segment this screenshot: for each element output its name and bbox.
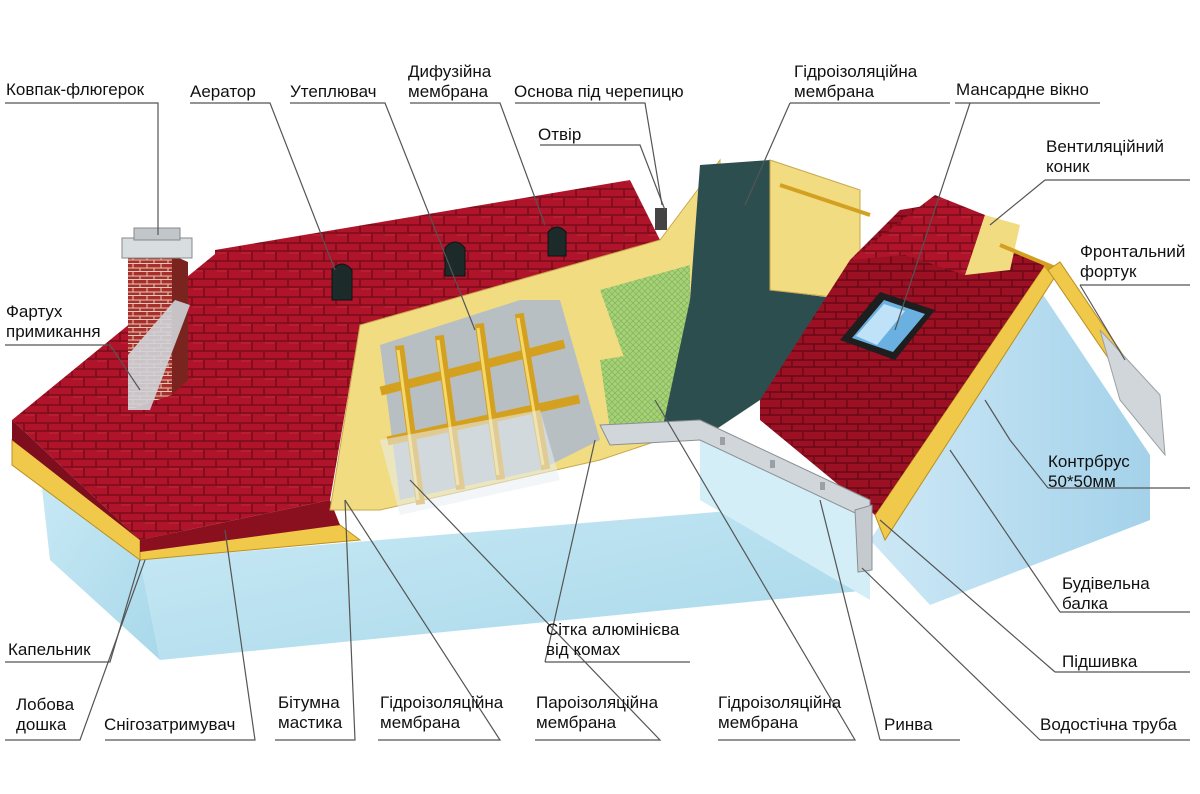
roof-eave-front xyxy=(140,500,340,552)
roof-main-slope xyxy=(215,180,660,500)
label-osnova: Основа під черепицю xyxy=(514,82,684,101)
label-pidshyvka: Підшивка xyxy=(1062,652,1138,671)
label-vodostichna: Водостічна труба xyxy=(1040,715,1177,734)
wall-front xyxy=(140,500,870,660)
gable-wall xyxy=(870,290,1150,605)
label-aerator: Аератор xyxy=(190,82,256,101)
wall-left xyxy=(40,470,160,660)
chimney xyxy=(121,227,193,410)
label-uteplyuvach: Утеплювач xyxy=(290,82,377,101)
vapour-membrane xyxy=(380,410,560,515)
label-otvir: Отвір xyxy=(538,125,582,144)
label-kapelnyk: Капельник xyxy=(8,640,91,659)
wall-inner xyxy=(700,440,870,600)
valley-membrane xyxy=(660,160,850,440)
roof-window xyxy=(840,292,935,360)
label-mansardne: Мансардне вікно xyxy=(956,80,1089,99)
leader-lines xyxy=(5,102,1190,741)
front-flashing xyxy=(1099,329,1166,457)
vent-opening xyxy=(655,208,667,230)
label-rynva: Ринва xyxy=(884,715,933,734)
roof-right-slope xyxy=(760,205,1045,515)
roof-ridge-piece xyxy=(850,195,985,275)
green-mesh-upper xyxy=(600,265,690,360)
label-snigozatrymuvach: Снігозатримувач xyxy=(104,715,236,734)
gutter xyxy=(599,419,873,573)
ridge-wood xyxy=(965,215,1020,275)
label-kovpak: Ковпак-флюгерок xyxy=(6,80,145,99)
gutter-hooks xyxy=(720,437,825,490)
